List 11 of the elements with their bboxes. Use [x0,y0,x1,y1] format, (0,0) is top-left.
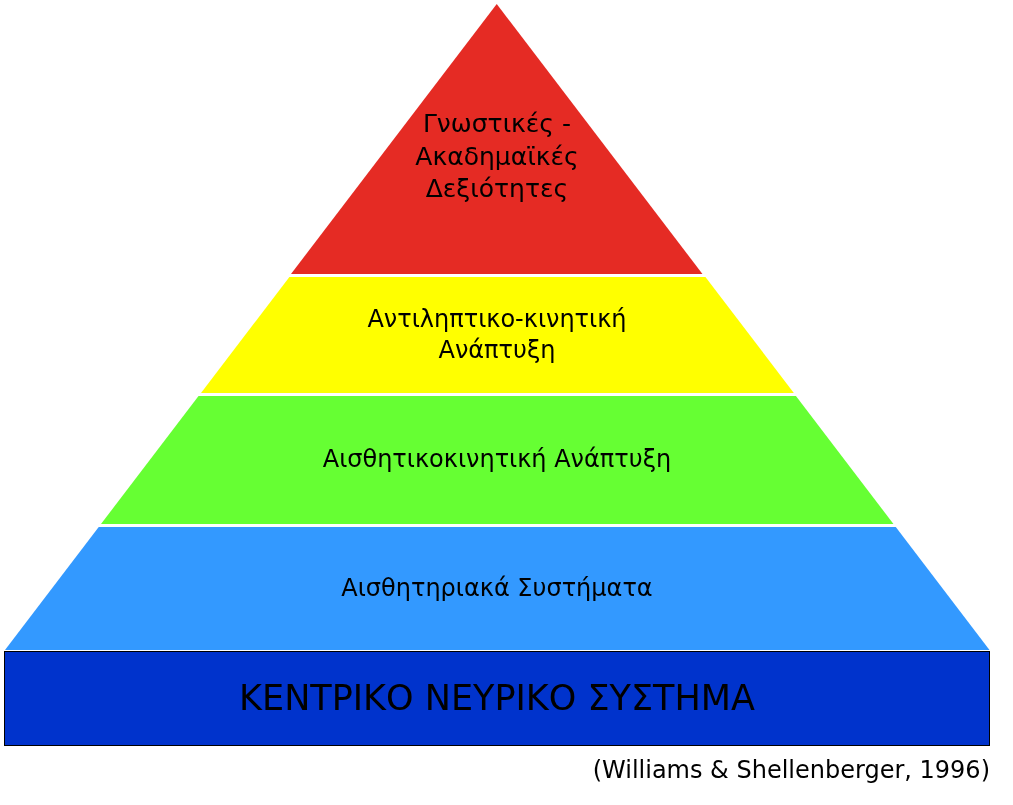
tier-label: Αισθητικοκινητική Ανάπτυξη [322,444,672,476]
tier-label: Αντιληπτικο-κινητική Ανάπτυξη [366,303,628,366]
tier-label: ΚΕΝΤΡΙΚΟ ΝΕΥΡΙΚΟ ΣΥΣΤΗΜΑ [239,676,755,720]
pyramid-top-triangle [291,4,703,274]
source-caption: (Williams & Shellenberger, 1996) [592,756,990,784]
pyramid-tier [200,277,794,393]
tier-label: Γνωστικές - Ακαδημαϊκές Δεξιότητες [414,108,580,205]
pyramid-base-block [4,651,990,746]
pyramid-tier [100,396,894,524]
tier-label: Αισθητηριακά Συστήματα [341,572,653,604]
pyramid-tier [4,527,990,650]
